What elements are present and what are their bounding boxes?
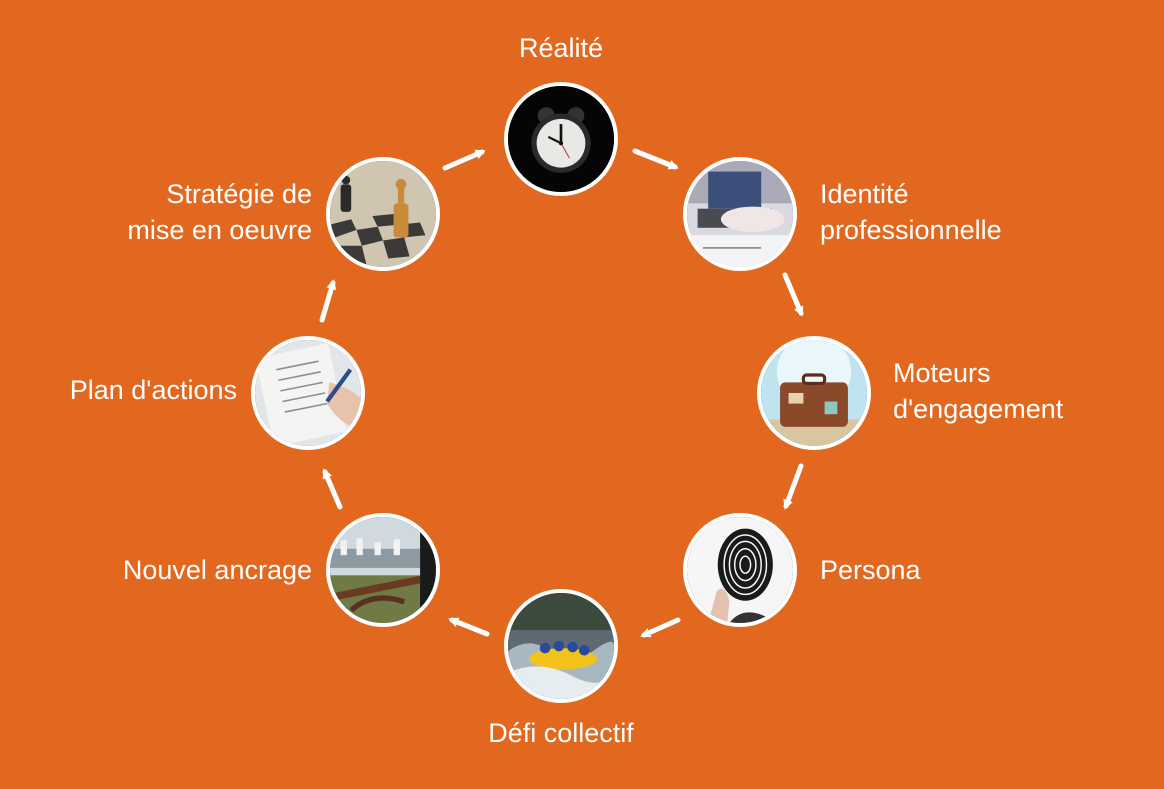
arrow-defi-to-ancrage <box>448 617 490 637</box>
checklist-icon <box>255 340 361 446</box>
fingerprint-icon <box>687 517 793 623</box>
stage-label-identite: Identité professionnelle <box>820 179 1002 245</box>
stage-label-moteurs: Moteurs d'engagement <box>893 358 1064 424</box>
arrow-persona-to-defi <box>640 617 681 638</box>
stage-label-persona: Persona <box>820 555 921 585</box>
arrow-identite-to-moteurs <box>782 272 804 317</box>
stage-image-realite <box>504 82 618 196</box>
arrow-ancrage-to-plan <box>322 468 343 510</box>
anchor-icon <box>330 517 436 623</box>
stage-image-ancrage <box>326 513 440 627</box>
suitcase-icon <box>761 340 867 446</box>
stage-image-strategie <box>326 157 440 271</box>
rafting-icon <box>508 593 614 699</box>
stage-label-strategie: Stratégie de mise en oeuvre <box>127 179 312 245</box>
stage-image-plan <box>251 336 365 450</box>
stage-image-moteurs <box>757 336 871 450</box>
arrow-moteurs-to-persona <box>783 463 804 510</box>
stage-label-realite: Réalité <box>518 33 604 63</box>
laptop-typing-icon <box>687 161 793 267</box>
arrow-realite-to-identite <box>632 148 679 170</box>
arrow-plan-to-strategie <box>319 279 337 323</box>
stage-image-identite <box>683 157 797 271</box>
stage-image-defi <box>504 589 618 703</box>
stage-label-plan: Plan d'actions <box>69 375 237 405</box>
stage-label-defi: Défi collectif <box>488 718 634 748</box>
stage-image-persona <box>683 513 797 627</box>
stage-label-ancrage: Nouvel ancrage <box>122 555 312 585</box>
alarm-clock-icon <box>508 86 614 192</box>
chess-icon <box>330 161 436 267</box>
arrow-strategie-to-realite <box>442 149 486 171</box>
